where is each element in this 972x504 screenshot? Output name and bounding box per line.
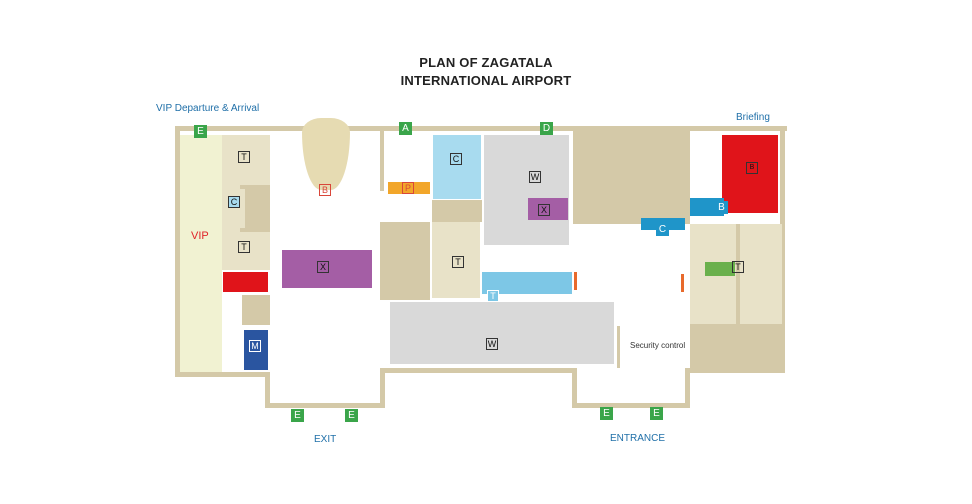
gate-d-marker[interactable]: D [540,122,553,135]
wall-top [175,126,787,131]
toilet-marker-right[interactable]: T [732,261,744,273]
vip-storage [245,188,270,228]
vip-departure-label: VIP Departure & Arrival [156,103,260,114]
cafe-marker-c[interactable]: C [656,223,669,236]
exchange-marker-left[interactable]: X [317,261,329,273]
entrance-marker-2[interactable]: E [650,407,663,420]
waiting-hall-main [390,302,614,364]
parking-counter [388,182,430,194]
tan-block-right [573,131,690,224]
briefing-label: Briefing [736,112,770,123]
wall-mid-step [380,370,385,408]
wall-mid-vertical [380,131,384,191]
right-lower-block [690,324,782,370]
security-line [617,326,620,368]
cafe-area [433,135,481,199]
briefing-marker-b[interactable]: B [715,201,728,214]
waiting-marker-top[interactable]: W [529,171,541,183]
parking-marker[interactable]: P [402,182,414,194]
toilet-marker-2[interactable]: T [238,241,250,253]
green-counter [705,262,735,276]
security-label: Security control [630,341,686,350]
wall-bottom-entrance [572,403,690,408]
vip-exit-marker[interactable]: E [194,125,207,138]
check-in-strip [482,272,572,294]
corridor-block [242,295,270,325]
cafe-lower-block [432,200,482,222]
orange-marker-2 [681,274,684,292]
wall-bottom-exit [265,403,383,408]
toilet-marker-strip[interactable]: T [487,290,499,302]
map-title-line2: INTERNATIONAL AIRPORT [400,73,572,88]
cafe-marker-vip[interactable]: C [228,196,240,208]
medical-marker[interactable]: M [249,340,261,352]
mid-block [380,222,430,300]
baggage-cone [302,118,350,190]
wall-bottom-right [685,368,785,373]
wall-left [175,126,180,376]
exchange-marker-right[interactable]: X [538,204,550,216]
wall-entrance-left [572,368,577,408]
mid-rooms [432,222,480,298]
entrance-marker-1[interactable]: E [600,407,613,420]
notch-white [690,131,718,166]
vip-area [180,135,222,372]
gate-a-marker[interactable]: A [399,122,412,135]
briefing-room [722,135,778,213]
wall-right [780,126,785,373]
exit-label: EXIT [314,434,337,445]
orange-marker-1 [574,272,577,290]
cafe-marker-mid[interactable]: C [450,153,462,165]
wall-entrance-right [685,370,690,408]
exit-marker-1[interactable]: E [291,409,304,422]
toilet-marker-mid[interactable]: T [452,256,464,268]
right-room-divider [736,224,740,324]
vip-label: VIP [191,230,209,242]
map-title-line1: PLAN OF ZAGATALA [419,55,553,70]
medical-room [244,330,268,370]
wall-left-lower [265,372,270,407]
toilet-marker-1[interactable]: T [238,151,250,163]
exit-marker-2[interactable]: E [345,409,358,422]
briefing-room-marker[interactable]: B [746,162,758,174]
baggage-marker[interactable]: B [319,184,331,196]
exchange-area-left [282,250,372,288]
wall-bottom-left [175,372,267,377]
entrance-label: ENTRANCE [610,433,666,444]
waiting-marker-main[interactable]: W [486,338,498,350]
vip-red-room [223,272,268,292]
wall-bottom-mid [380,368,575,373]
vip-divider-2 [240,228,270,232]
waiting-hall-top [484,135,569,245]
vip-divider [240,185,270,189]
